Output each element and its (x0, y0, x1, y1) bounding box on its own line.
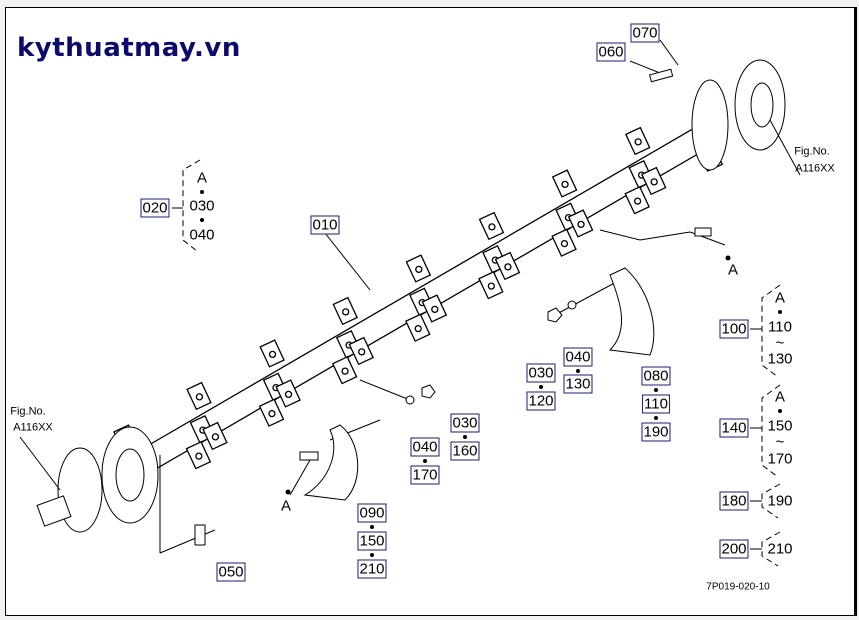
callout-140[interactable]: 140 (719, 418, 749, 438)
separator-dot (200, 190, 204, 194)
group-020-a: A (196, 169, 208, 187)
callout-120[interactable]: 120 (526, 391, 556, 411)
bolt-hole (634, 138, 642, 146)
bolt-hole (195, 393, 204, 401)
callout-170[interactable]: 170 (410, 465, 440, 485)
bolt-hole (577, 220, 585, 229)
callout-040[interactable]: 040 (563, 347, 593, 367)
bolt-hole (211, 433, 220, 441)
separator-dot (370, 553, 374, 557)
bolt-hole (268, 409, 276, 418)
bolt-hole (284, 390, 293, 399)
callout-190[interactable]: 190 (641, 422, 671, 442)
bolt-hole (560, 239, 569, 248)
frame-edge (854, 7, 857, 616)
callout-110[interactable]: 110 (642, 394, 670, 414)
group-200-item: 210 (767, 540, 793, 558)
callout-160[interactable]: 160 (450, 441, 480, 461)
callout-100[interactable]: 100 (719, 319, 749, 339)
marker-a-right: A (727, 261, 739, 279)
fig-ref-right-number[interactable]: A116XX (795, 162, 835, 175)
callout-030[interactable]: 030 (526, 363, 556, 383)
fig-ref-left-number[interactable]: A116XX (13, 421, 53, 434)
separator-dot (654, 388, 658, 392)
separator-dot (778, 409, 782, 413)
group-140-from: 150 (767, 417, 793, 435)
group-100-from: 110 (768, 318, 792, 336)
separator-dot (654, 416, 658, 420)
bolt-hole (633, 197, 642, 205)
bolt-hole (358, 348, 366, 356)
callout-150[interactable]: 150 (357, 531, 387, 551)
blade-090 (303, 424, 359, 501)
callout-130[interactable]: 130 (563, 374, 593, 394)
group-100-tilde: ~ (775, 334, 785, 352)
separator-dot (200, 218, 204, 222)
callout-080[interactable]: 080 (641, 366, 671, 386)
separator-dot (576, 369, 580, 373)
callout-090[interactable]: 090 (357, 503, 387, 523)
separator-dot (370, 525, 374, 529)
group-140-to: 170 (767, 450, 793, 468)
separator-dot (463, 435, 467, 439)
callout-030-lower[interactable]: 030 (450, 413, 480, 433)
callout-210[interactable]: 210 (357, 559, 387, 579)
watermark-logo: kythuatmay.vn (17, 33, 241, 63)
group-180-item: 190 (767, 492, 793, 510)
bolt-hole (414, 324, 422, 333)
bolt-hole (415, 265, 423, 274)
bolt-hole (561, 180, 569, 189)
bolt-hole (195, 452, 203, 460)
bolt-hole (487, 282, 495, 290)
group-020-item1: 030 (189, 197, 215, 215)
bolt-hole (431, 305, 439, 314)
group-020-item2: 040 (189, 226, 215, 244)
bolt-hole (342, 308, 350, 316)
drawing-code: 7P019-020-10 (706, 581, 770, 593)
bolt-hole (650, 178, 658, 186)
group-100-a: A (774, 289, 786, 307)
blade-080 (608, 267, 655, 356)
callout-010[interactable]: 010 (310, 215, 340, 235)
separator-dot (423, 459, 427, 463)
separator-dot (778, 310, 782, 314)
fig-ref-right-label: Fig.No. (794, 145, 830, 158)
bolt-hole (341, 367, 349, 375)
bolt-hole (268, 350, 277, 359)
left-flange (57, 447, 103, 533)
callout-020[interactable]: 020 (140, 198, 170, 218)
callout-060[interactable]: 060 (596, 42, 626, 62)
group-140-a: A (774, 388, 786, 406)
callout-180[interactable]: 180 (719, 491, 749, 511)
fig-ref-left-label: Fig.No. (10, 405, 46, 418)
callout-200[interactable]: 200 (719, 539, 749, 559)
separator-dot (539, 385, 543, 389)
group-140-tilde: ~ (775, 433, 785, 451)
callout-070[interactable]: 070 (630, 23, 660, 43)
bolt-hole (488, 223, 496, 231)
marker-a-left: A (280, 497, 292, 515)
group-100-to: 130 (767, 350, 793, 368)
callout-040-lower[interactable]: 040 (410, 437, 440, 457)
callout-050[interactable]: 050 (216, 562, 246, 582)
bolt-hole (504, 263, 512, 271)
